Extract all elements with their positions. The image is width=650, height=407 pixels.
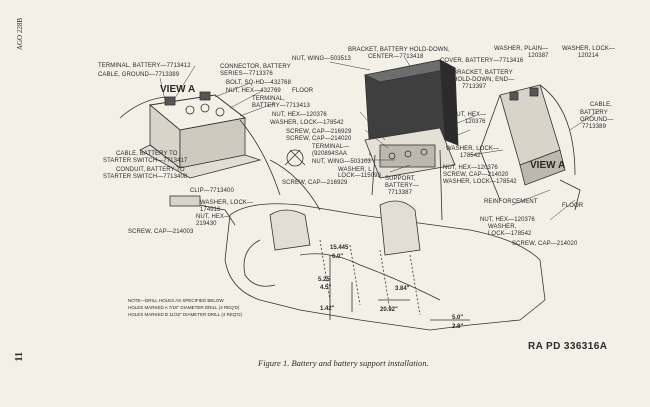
label-floor-right: FLOOR xyxy=(562,203,584,209)
drill-note-line-3: HOLES MARKED B 11/32" DIAMETER DRILL (4 … xyxy=(128,312,242,317)
label-nut-hex-b-num: 120376 xyxy=(465,119,486,125)
center-battery-illustration xyxy=(363,59,459,221)
dimension-6: 1.42" xyxy=(320,306,335,312)
right-battery-illustration xyxy=(479,84,576,201)
label-bracket-end-1: BRACKET, BATTERY xyxy=(453,70,513,76)
drill-note: NOTE—DRILL HOLES AS SPECIFIED BELOW HOLE… xyxy=(128,297,242,318)
label-washer-plain: WASHER, PLAIN— xyxy=(494,46,549,52)
label-washer-115093-a: WASHER, L xyxy=(338,167,372,173)
label-floor-left: FLOOR xyxy=(292,88,314,94)
label-nut-hex-c: NUT, HEX—120376 xyxy=(443,165,498,171)
label-bracket-end-2: HOLD-DOWN, END— xyxy=(453,77,515,83)
dimension-8: 5.0" xyxy=(452,315,464,321)
view-a-right-label: VIEW A xyxy=(530,160,566,171)
label-conduit-2: STARTER SWITCH—7713408 xyxy=(103,174,188,180)
label-nut-hex-219430-b: 219430 xyxy=(196,221,217,227)
label-screw-214020-a: SCREW, CAP—214020 xyxy=(286,136,352,142)
label-bracket-holddown-1: BRACKET, BATTERY HOLD-DOWN, xyxy=(348,47,450,53)
label-washer-lock-b-num: 178542 xyxy=(460,153,481,159)
label-reinforcement: REINFORCEMENT xyxy=(484,199,538,205)
label-washer-lock-d-1: WASHER, xyxy=(488,224,517,230)
label-cable-r-4: 7713389 xyxy=(582,124,607,130)
left-battery-illustration xyxy=(119,91,281,196)
vehicle-body-outline xyxy=(169,149,581,331)
label-support-battery-1: SUPPORT, xyxy=(385,176,416,182)
leader-lines xyxy=(159,57,601,221)
label-washer-lock-b: WASHER, LOCK— xyxy=(446,146,500,152)
label-nut-hex-219430-a: NUT, HEX— xyxy=(196,214,231,220)
dimension-7: 20.92" xyxy=(380,307,398,313)
dimension-4: 4.5" xyxy=(320,285,332,291)
label-cable-starter-1: CABLE, BATTERY TO xyxy=(116,151,178,157)
drill-note-line-2: HOLES MARKED A 7/16" DIAMETER DRILL (4 R… xyxy=(128,305,240,310)
figure-caption: Figure 1. Battery and battery support in… xyxy=(258,358,429,368)
label-screw-216929: SCREW, CAP—216929 xyxy=(286,129,352,135)
dimension-9: 2.8" xyxy=(452,324,464,330)
label-terminal-3b: (920894SAA xyxy=(312,151,348,157)
label-nut-wing-503103: NUT, WING—503103 xyxy=(312,159,371,165)
label-nut-hex-120376-a: NUT, HEX—120376 xyxy=(272,112,327,118)
label-cable-ground-left: CABLE, GROUND—7713389 xyxy=(98,72,180,78)
ago-side-label: AGO 228B xyxy=(16,18,24,51)
label-bracket-holddown-2: CENTER—7713418 xyxy=(368,54,424,60)
dimension-5: 3.84" xyxy=(395,286,410,292)
label-cable-starter-2: STARTER SWITCH—7713417 xyxy=(103,158,188,164)
label-cable-r-2: BATTERY xyxy=(580,110,608,116)
label-screw-216929-b: SCREW, CAP—216929 xyxy=(282,180,348,186)
label-terminal-2b: BATTERY—7713413 xyxy=(252,103,310,109)
label-clip: CLIP—7713400 xyxy=(190,188,234,194)
label-bracket-end-3: 7713397 xyxy=(462,84,487,90)
label-terminal-2a: TERMINAL, xyxy=(252,96,285,102)
label-connector-battery-1: CONNECTOR, BATTERY xyxy=(220,64,291,70)
label-cable-r-3: GROUND— xyxy=(580,117,614,123)
label-terminal-battery: TERMINAL, BATTERY—7713412 xyxy=(98,63,191,69)
label-cable-r-1: CABLE, xyxy=(590,102,612,108)
dimension-3: 5.25 xyxy=(318,277,330,283)
label-washer-lock-d-2: LOCK—178542 xyxy=(488,231,532,237)
label-screw-cap-c: SCREW, CAP—214020 xyxy=(443,172,509,178)
label-nut-hex-432769: NUT, HEX—432769 xyxy=(226,88,281,94)
label-washer-lock-174916-b: 174916 xyxy=(200,207,221,213)
label-connector-battery-2: SERIES—7713376 xyxy=(220,71,273,77)
label-nut-hex-d: NUT, HEX—120376 xyxy=(480,217,535,223)
dimension-2: 6.0" xyxy=(332,254,344,260)
label-bolt-sq-hd: BOLT, SQ-HD—432768 xyxy=(226,80,292,86)
label-washer-lock-174916-a: WASHER, LOCK— xyxy=(200,200,254,206)
label-washer-lock-tr: WASHER, LOCK— xyxy=(562,46,616,52)
label-washer-lock-tr-num: 120214 xyxy=(578,53,599,59)
label-washer-lock-c: WASHER, LOCK—178542 xyxy=(443,179,517,185)
label-support-battery-3: 7713387 xyxy=(388,190,413,196)
label-support-battery-2: BATTERY— xyxy=(385,183,419,189)
label-terminal-3a: TERMINAL— xyxy=(312,144,350,150)
label-washer-plain-num: 120387 xyxy=(528,53,549,59)
label-nut-wing: NUT, WING—503513 xyxy=(292,56,351,62)
label-conduit-1: CONDUIT, BATTERY TO xyxy=(116,167,185,173)
label-screw-cap-d: SCREW, CAP—214020 xyxy=(512,241,578,247)
page-number: 11 xyxy=(14,352,25,362)
view-a-left-label: VIEW A xyxy=(160,84,196,95)
drill-note-line-1: NOTE—DRILL HOLES AS SPECIFIED BELOW xyxy=(128,298,224,303)
label-screw-214003: SCREW, CAP—214003 xyxy=(128,229,194,235)
label-nut-hex-b: NUT, HEX— xyxy=(452,112,487,118)
label-washer-lock-178542-a: WASHER, LOCK—178542 xyxy=(270,120,344,126)
label-cover-battery: COVER, BATTERY—7713416 xyxy=(440,58,524,64)
label-washer-115093-b: LOCK—115093 xyxy=(338,173,382,179)
drawing-id: RA PD 336316A xyxy=(528,341,608,352)
dimension-1: 15.445 xyxy=(330,245,349,251)
